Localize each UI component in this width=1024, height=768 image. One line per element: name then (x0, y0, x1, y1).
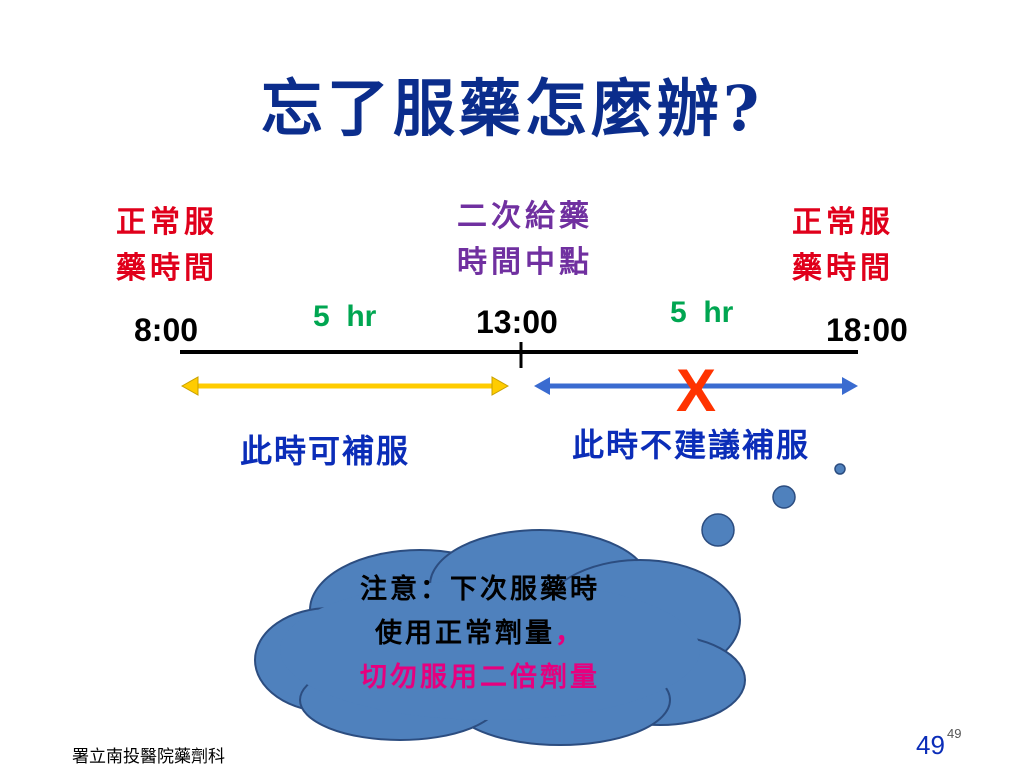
not-recommended-note: 此時不建議補服 (572, 426, 811, 464)
time-end: 18:00 (826, 312, 908, 348)
footer-org: 署立南投醫院藥劑科 (72, 747, 225, 767)
cloud-line2: 使用正常劑量 (375, 618, 555, 649)
midpoint-line2: 時間中點 (457, 245, 593, 280)
cloud-line2-wrap: 使用正常劑量， (300, 612, 660, 656)
time-mid: 13:00 (476, 304, 558, 340)
gap-left-hours: 5 hr (313, 300, 377, 333)
right-normal-line1: 正常服 (792, 205, 894, 240)
right-normal-line2: 藥時間 (792, 251, 894, 286)
page-title: 忘了服藥怎麼辦? (260, 72, 764, 145)
cloud-shape (254, 529, 746, 746)
right-normal-time-label: 正常服 藥時間 (792, 200, 894, 292)
can-take-arrow (180, 376, 510, 396)
cloud-comma: ， (555, 618, 585, 649)
cloud-warning: 切勿服用二倍劑量 (360, 662, 600, 693)
left-normal-line1: 正常服 (116, 205, 218, 240)
gap-right-hours: 5 hr (670, 296, 734, 329)
midpoint-line1: 二次給藥 (457, 199, 593, 234)
bubble-medium (772, 485, 796, 509)
cloud-line1: 注意：下次服藥時 (360, 574, 600, 605)
not-recommended-arrow (534, 377, 858, 395)
cloud-text: 注意：下次服藥時 使用正常劑量， 切勿服用二倍劑量 (300, 568, 660, 700)
can-take-note: 此時可補服 (240, 432, 411, 470)
left-normal-time-label: 正常服 藥時間 (116, 200, 218, 292)
page-number: 49 (916, 730, 945, 760)
bubble-small (834, 463, 846, 475)
bubble-large (701, 513, 735, 547)
midpoint-label: 二次給藥 時間中點 (440, 194, 610, 286)
left-normal-line2: 藥時間 (116, 251, 218, 286)
x-mark-icon: X (676, 357, 717, 424)
page-number-superscript: 49 (947, 726, 962, 741)
time-start: 8:00 (134, 312, 199, 348)
